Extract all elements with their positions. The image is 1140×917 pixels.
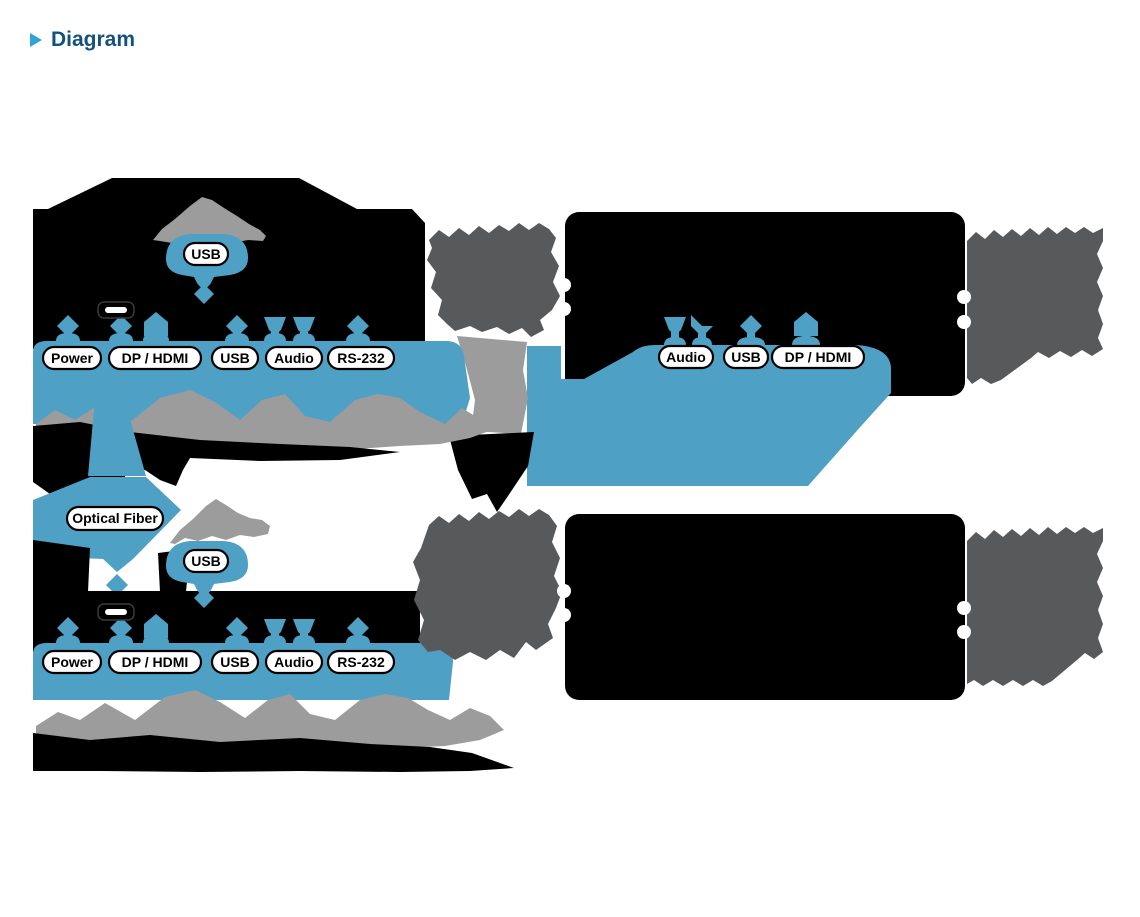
optical-fiber-connector-tip xyxy=(106,574,128,596)
svg-text:Audio: Audio xyxy=(666,349,706,365)
port-pill-audio-upper: Audio xyxy=(264,345,324,371)
svg-text:USB: USB xyxy=(220,350,250,366)
usb-plug-icon xyxy=(226,617,248,644)
lower-laptop-silhouette xyxy=(413,509,562,660)
lower-display-silhouette xyxy=(967,527,1103,686)
dc-jack-icon xyxy=(110,617,132,644)
svg-text:DP / HDMI: DP / HDMI xyxy=(122,654,189,670)
page-title: Diagram xyxy=(51,28,136,51)
upper-remote-cable-band xyxy=(527,336,891,486)
usb-plug-icon xyxy=(740,315,762,345)
svg-text:Power: Power xyxy=(51,654,94,670)
optical-fiber-cable xyxy=(88,398,146,476)
upper-laptop-silhouette xyxy=(427,223,560,337)
port-pill-dp-hdmi-upper: DP / HDMI xyxy=(107,345,203,371)
dp-hdmi-plug-icon xyxy=(144,614,168,644)
upper-monitor-stand-silhouette xyxy=(48,178,357,209)
lower-unit-right-notch xyxy=(957,625,971,639)
section-header: Diagram xyxy=(30,28,135,52)
svg-text:RS-232: RS-232 xyxy=(337,350,385,366)
lower-usb-connector-tip xyxy=(194,588,214,608)
svg-text:RS-232: RS-232 xyxy=(337,654,385,670)
svg-text:Audio: Audio xyxy=(274,654,314,670)
rs232-plug-icon xyxy=(347,315,369,342)
svg-text:DP / HDMI: DP / HDMI xyxy=(785,349,852,365)
port-pill-audio-lower: Audio xyxy=(264,649,324,675)
lower-unit-riser-left xyxy=(33,540,90,592)
upper-link-cable-segment xyxy=(457,336,528,434)
power-adapter-icon xyxy=(97,603,135,621)
upper-unit-right-notch xyxy=(957,315,971,329)
lower-unit-left-notch xyxy=(557,608,571,622)
audio-plug-icon xyxy=(293,317,315,342)
svg-text:USB: USB xyxy=(191,553,221,569)
upper-unit-left-notch xyxy=(557,302,571,316)
dp-hdmi-plug-icon xyxy=(144,312,168,342)
lower-unit-right-notch xyxy=(957,601,971,615)
upper-usb-connector-tip xyxy=(194,284,214,304)
power-plug-icon xyxy=(57,315,79,342)
svg-text:USB: USB xyxy=(731,349,761,365)
audio-plug-icon xyxy=(293,619,315,644)
dc-jack-icon xyxy=(110,315,132,342)
upper-mouse-silhouette xyxy=(153,197,266,243)
power-plug-icon xyxy=(57,617,79,644)
upper-link-plug-silhouette xyxy=(449,432,534,512)
upper-unit-right-notch xyxy=(957,290,971,304)
upper-remote-connectors xyxy=(664,312,818,345)
lower-unit-left-notch xyxy=(557,584,571,598)
port-pill-optical-fiber: Optical Fiber xyxy=(65,505,165,532)
svg-text:USB: USB xyxy=(191,246,221,262)
svg-text:DP / HDMI: DP / HDMI xyxy=(122,350,189,366)
upper-display-silhouette xyxy=(967,227,1103,384)
port-pill-power-upper: Power xyxy=(41,345,103,371)
svg-text:USB: USB xyxy=(220,654,250,670)
section-arrow-icon xyxy=(30,33,42,47)
svg-text:Audio: Audio xyxy=(274,350,314,366)
audio-plug-icon xyxy=(264,317,286,342)
port-pill-dp-hdmi-remote: DP / HDMI xyxy=(770,344,866,370)
audio-plug-icon xyxy=(664,317,686,345)
lower-desk-shadow xyxy=(33,733,514,772)
svg-text:Power: Power xyxy=(51,350,94,366)
port-pill-rs232-upper: RS-232 xyxy=(326,345,396,371)
port-pill-power-lower: Power xyxy=(41,649,103,675)
lower-mouse-silhouette xyxy=(170,499,270,544)
port-pill-usb-remote: USB xyxy=(722,344,770,370)
audio-plug-icon xyxy=(264,619,286,644)
power-adapter-icon xyxy=(97,301,135,319)
audio-plug-icon xyxy=(691,315,713,345)
lower-remote-unit-silhouette xyxy=(565,514,965,700)
port-pill-usb-upper: USB xyxy=(210,345,260,371)
upper-unit-left-notch xyxy=(557,278,571,292)
port-pill-audio-remote: Audio xyxy=(657,344,715,370)
port-pill-dp-hdmi-lower: DP / HDMI xyxy=(107,649,203,675)
svg-text:Optical Fiber: Optical Fiber xyxy=(72,510,158,526)
dp-hdmi-plug-icon xyxy=(794,312,818,345)
rs232-plug-icon xyxy=(347,617,369,644)
upper-local-connectors xyxy=(57,312,369,342)
port-pill-usb-upper-top: USB xyxy=(182,241,230,267)
port-pill-usb-lower-top: USB xyxy=(182,548,230,574)
port-pill-rs232-lower: RS-232 xyxy=(326,649,396,675)
usb-plug-icon xyxy=(226,315,248,342)
lower-local-connectors xyxy=(57,614,369,644)
port-pill-usb-lower: USB xyxy=(210,649,260,675)
